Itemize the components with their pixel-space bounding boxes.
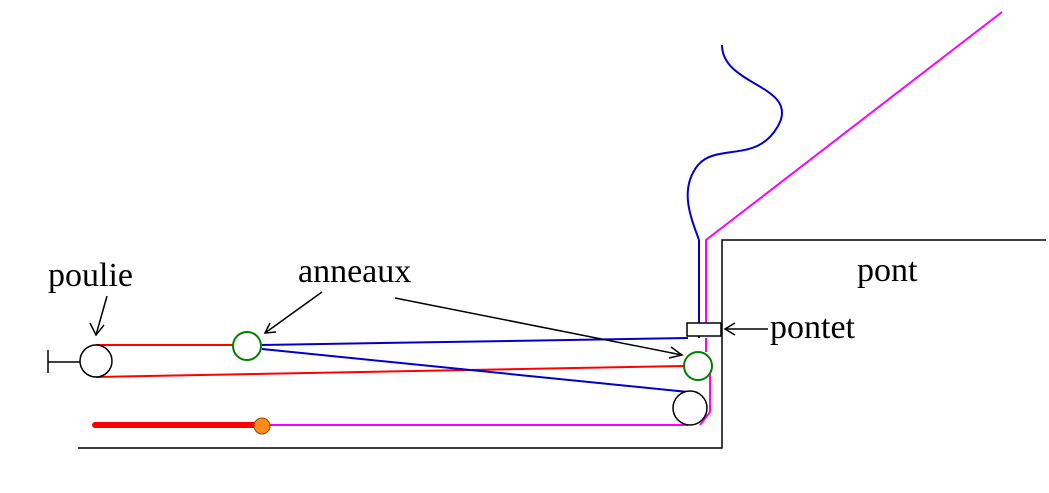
red-line-lower <box>95 365 685 378</box>
magenta-line-vertical <box>699 369 711 426</box>
label-anneaux: anneaux <box>298 253 411 290</box>
ring-right <box>683 351 713 381</box>
arrow-anneaux-left <box>263 291 323 334</box>
deck-outline <box>78 239 1046 449</box>
ring-left <box>232 331 262 361</box>
fairlead <box>686 322 722 337</box>
magenta-line-upper <box>705 11 1003 323</box>
arrow-poulie <box>89 295 108 337</box>
blue-line-top <box>261 337 689 346</box>
orange-knot <box>253 417 271 435</box>
blue-line-free-end <box>686 44 783 241</box>
arrow-pontet <box>723 322 768 336</box>
right-pulley <box>672 390 708 426</box>
label-poulie: poulie <box>48 257 133 294</box>
label-pontet: pontet <box>770 309 856 346</box>
arrow-anneaux-right <box>394 297 684 359</box>
left-pulley <box>79 344 113 378</box>
label-pont: pont <box>857 252 918 289</box>
blue-line-diagonal <box>261 348 689 393</box>
